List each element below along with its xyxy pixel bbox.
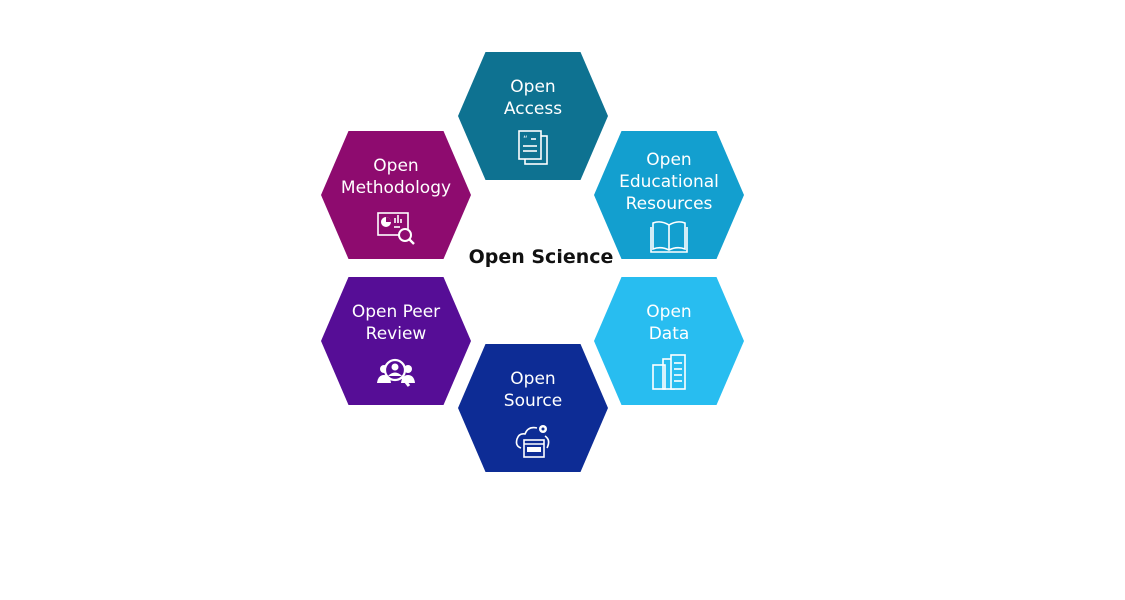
hexagon-label-line: Review xyxy=(365,324,427,344)
server-rack-icon xyxy=(649,353,689,393)
cloud-gear-icon xyxy=(513,420,553,460)
hexagon-label-line: Access xyxy=(503,99,563,119)
hexagon-label-line: Open xyxy=(510,77,556,97)
hexagon-label-line: Resources xyxy=(625,194,713,214)
hexagon-label-line: Methodology xyxy=(340,178,452,198)
hexagon-label-line: Open xyxy=(510,369,556,389)
hexagon-shape xyxy=(594,131,744,259)
hexagon-shape xyxy=(594,277,744,405)
hexagon-shape xyxy=(458,344,608,472)
hexagon-label-line: Source xyxy=(503,391,563,411)
document-quote-icon: “ xyxy=(513,128,553,168)
hexagon-label-line: Open Peer xyxy=(351,302,441,322)
open-book-icon xyxy=(649,215,689,255)
hexagon-label-line: Open xyxy=(646,150,692,170)
svg-text:“: “ xyxy=(523,135,528,145)
hexagon-shape xyxy=(458,52,608,180)
chart-magnifier-icon xyxy=(376,207,416,247)
hexagon-label-line: Open xyxy=(646,302,692,322)
people-search-icon xyxy=(376,353,416,393)
hexagon-label-line: Open xyxy=(373,156,419,176)
hexagon-label-line: Educational xyxy=(619,172,719,192)
diagram-title: Open Science xyxy=(468,246,614,268)
hexagon-shape xyxy=(321,131,471,259)
hexagon-shape xyxy=(321,277,471,405)
hexagon-label-line: Data xyxy=(648,324,690,344)
